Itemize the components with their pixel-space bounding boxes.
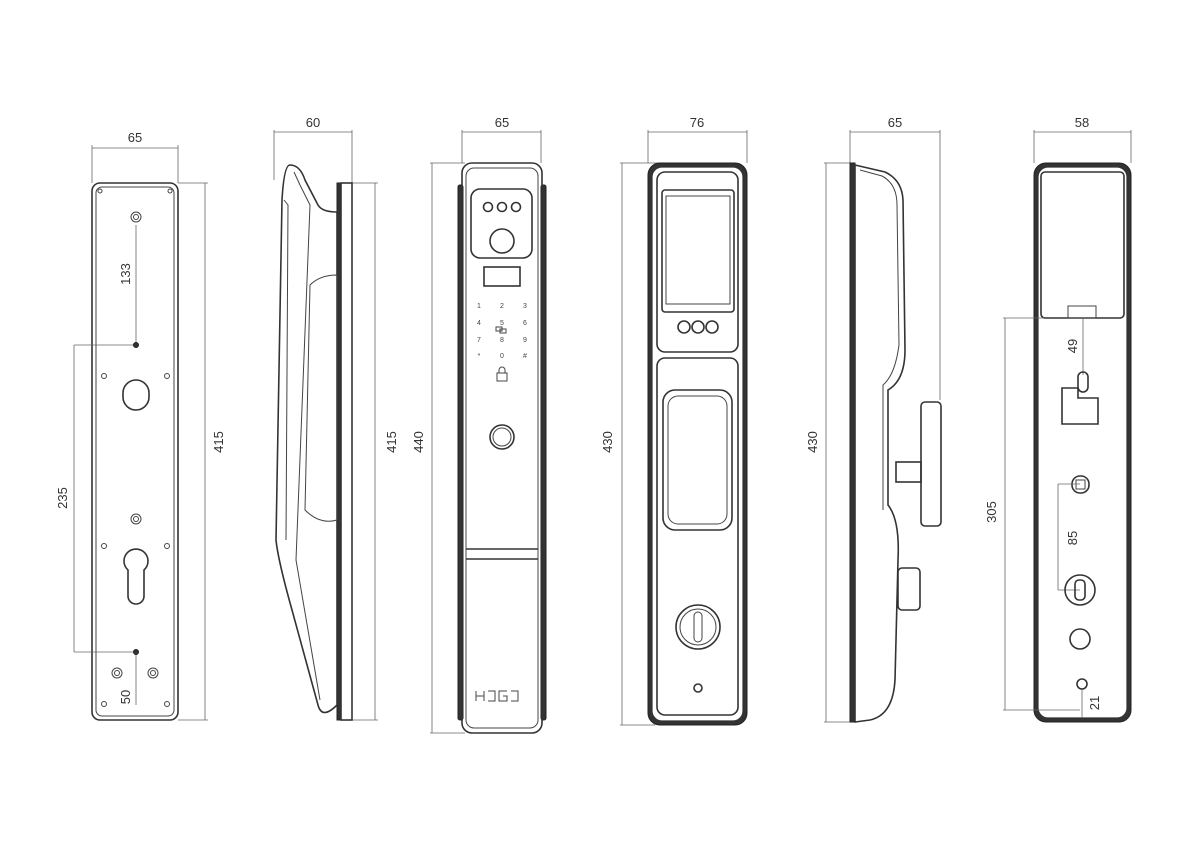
handle xyxy=(920,401,942,527)
view-back-plate: 65 415 133 235 50 xyxy=(55,130,226,721)
card-reader-window xyxy=(483,266,521,287)
svg-text:#: # xyxy=(523,353,527,360)
view-side-left: 60 415 xyxy=(273,115,399,721)
svg-text:5: 5 xyxy=(500,320,504,327)
svg-text:9: 9 xyxy=(523,337,527,344)
euro-cylinder-cutout xyxy=(123,548,149,605)
svg-text:4: 4 xyxy=(477,320,481,327)
key-cylinder xyxy=(675,604,721,650)
svg-text:*: * xyxy=(478,353,481,360)
dim-width: 65 xyxy=(495,115,509,130)
dim-85: 85 xyxy=(1065,531,1080,545)
handle xyxy=(662,389,733,531)
view-front-keypad: 65 440 1 2 3 4 5 6 7 8 9 * 0 # xyxy=(411,115,547,734)
svg-text:8: 8 xyxy=(500,337,504,344)
dim-width: 58 xyxy=(1075,115,1089,130)
dim-hole-133: 133 xyxy=(118,263,133,285)
svg-text:7: 7 xyxy=(477,337,481,344)
fingerprint-sensor xyxy=(489,424,515,450)
dim-49: 49 xyxy=(1065,339,1080,353)
camera-lens xyxy=(489,228,515,254)
svg-text:2: 2 xyxy=(500,303,504,310)
screw-holes xyxy=(97,188,173,707)
dim-width: 65 xyxy=(128,130,142,145)
view-inside-panel: 58 305 49 85 21 xyxy=(984,115,1132,723)
view-side-right: 65 430 xyxy=(805,115,942,723)
spindle-slot xyxy=(122,379,150,411)
svg-text:6: 6 xyxy=(523,320,527,327)
thumb-turn xyxy=(1064,574,1096,606)
lock-icon xyxy=(496,366,508,382)
dim-hole-235: 235 xyxy=(55,487,70,509)
thumb-turn xyxy=(897,567,921,611)
dim-depth: 65 xyxy=(888,115,902,130)
dim-height: 415 xyxy=(384,431,399,453)
dim-height: 430 xyxy=(805,431,820,453)
dim-21: 21 xyxy=(1087,696,1102,710)
dim-bottom-50: 50 xyxy=(118,690,133,704)
display-screen xyxy=(661,189,735,313)
dim-height: 305 xyxy=(984,501,999,523)
dim-depth: 60 xyxy=(306,115,320,130)
svg-text:1: 1 xyxy=(477,303,481,310)
brand-logo xyxy=(475,690,519,702)
svg-text:0: 0 xyxy=(500,353,504,360)
connector xyxy=(1067,305,1097,319)
svg-text:3: 3 xyxy=(523,303,527,310)
dim-height: 415 xyxy=(211,431,226,453)
dim-width: 76 xyxy=(690,115,704,130)
dim-height: 430 xyxy=(600,431,615,453)
dim-height: 440 xyxy=(411,431,426,453)
keypad: 1 2 3 4 5 6 7 8 9 * 0 # xyxy=(477,303,527,360)
view-front-screen: 76 430 xyxy=(600,115,748,726)
